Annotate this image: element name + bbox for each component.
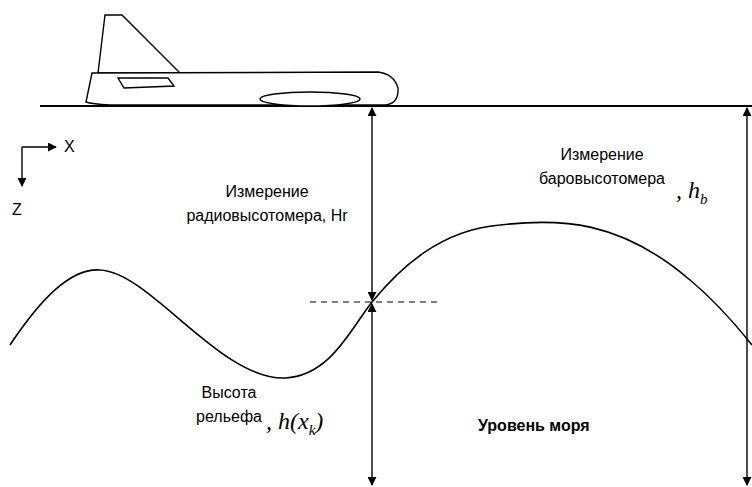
- sea-level-label: Уровень моря: [478, 414, 590, 438]
- fuselage: [86, 72, 398, 105]
- terrain-curve: [10, 222, 752, 378]
- x-axis: [22, 146, 56, 147]
- z-axis: [21, 147, 22, 186]
- label-text: ): [315, 408, 323, 434]
- subscript: k: [309, 422, 316, 438]
- label-text: Высота рельефа: [196, 384, 262, 425]
- baro-arrow: [746, 108, 747, 485]
- subscript: b: [700, 191, 708, 207]
- label-text: Измерение баровысотомера: [539, 146, 665, 187]
- airplane: [86, 15, 398, 106]
- label-text: , h(x: [266, 408, 309, 434]
- label-text: X: [64, 138, 75, 155]
- math-symbol: , hb: [676, 176, 708, 208]
- label-text: Z: [12, 201, 22, 218]
- dashed-line: [310, 301, 440, 302]
- measurement-label: Измерение радиовысотомера, Hr: [180, 180, 354, 228]
- radio-arrow: [371, 108, 372, 300]
- wing: [260, 92, 360, 106]
- terrain-height-arrow: [371, 304, 372, 485]
- label-text: Уровень моря: [478, 417, 590, 434]
- tail-fin: [98, 15, 180, 73]
- math-symbol: , h(xk): [266, 407, 323, 439]
- axis-label: X: [64, 135, 75, 159]
- label-text: , h: [676, 177, 700, 203]
- measurement-label: Высота рельефа: [186, 381, 272, 429]
- label-text: Измерение радиовысотомера, Hr: [186, 183, 347, 224]
- axis-label: Z: [12, 198, 22, 222]
- measurement-label: Измерение баровысотомера: [532, 143, 672, 191]
- stabilizer: [118, 78, 174, 88]
